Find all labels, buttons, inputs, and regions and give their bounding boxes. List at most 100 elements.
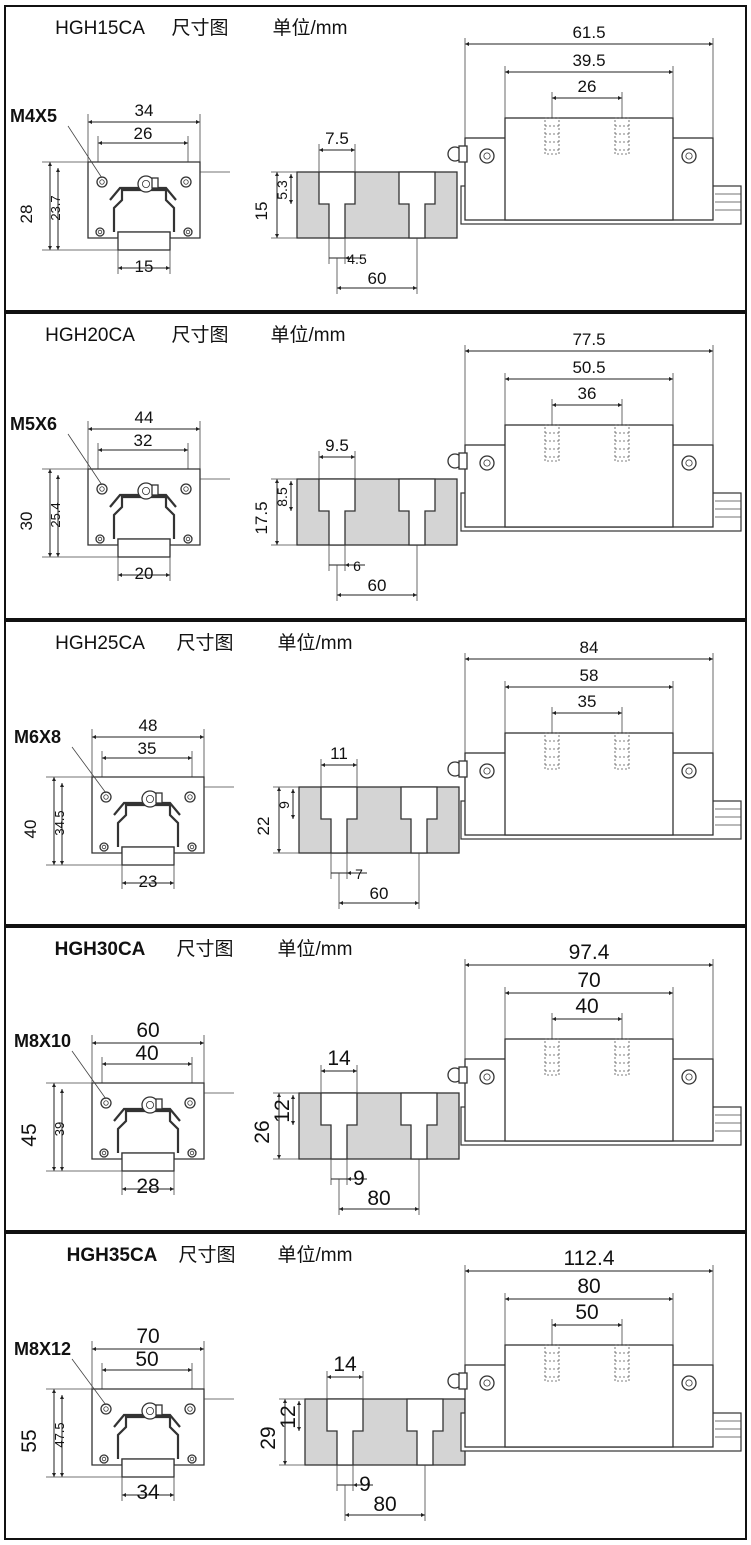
body-length-label: 58 [580, 666, 599, 685]
model-title: HGH15CA [55, 18, 145, 39]
carriage-top [504, 117, 674, 221]
carriage-top [504, 1344, 674, 1448]
hole-spacing-label: 26 [578, 77, 597, 96]
carriage-body [91, 776, 205, 854]
carriage-length-label: 112.4 [564, 1247, 615, 1270]
rail-height-label: 22 [254, 817, 273, 836]
hole-dia-label: 9 [359, 1473, 371, 1496]
tapped-hole-1 [544, 1344, 560, 1382]
tapped-hole-2 [614, 732, 630, 770]
mounting-hole-2 [400, 1092, 438, 1160]
tapped-hole-2 [614, 1038, 630, 1076]
carriage-body [87, 468, 201, 546]
block-width-label: 60 [136, 1019, 159, 1042]
side-view: 61.5 39.5 26 [447, 23, 742, 225]
panel-frame [4, 312, 747, 620]
mounting-hole-2 [400, 786, 438, 854]
body-length-label: 50.5 [572, 358, 605, 377]
drawing-label: 尺寸图 [178, 1244, 235, 1266]
mounting-hole-2 [406, 1398, 444, 1466]
hole-pitch-label: 60 [368, 576, 387, 595]
model-title: HGH35CA [67, 1245, 158, 1266]
carriage-top [504, 424, 674, 528]
rail-width-label: 34 [136, 1481, 160, 1504]
rail-height-label: 26 [251, 1120, 274, 1143]
rail-width-label: 28 [136, 1175, 159, 1198]
counterbore-dia-label: 7.5 [325, 129, 349, 148]
carriage-body [91, 1388, 205, 1466]
tapped-hole-2 [614, 1344, 630, 1382]
grease-nipple-icon [155, 1404, 163, 1416]
tapped-hole-1 [544, 732, 560, 770]
rail-width-label: 23 [139, 872, 158, 891]
rail-base [121, 846, 175, 866]
counterbore-dia-label: 14 [333, 1353, 357, 1376]
unit-label: 单位/mm [273, 17, 348, 39]
carriage-body [87, 161, 201, 239]
panel-frame [4, 1232, 747, 1540]
counterbore-depth-label: 12 [271, 1099, 294, 1122]
rail-width-label: 15 [135, 257, 154, 276]
hole-dia-label: 9 [353, 1167, 365, 1190]
drawing-label: 尺寸图 [176, 632, 233, 654]
mounting-hole-2 [398, 171, 436, 239]
grease-nipple-icon [151, 484, 159, 496]
total-height-label: 28 [17, 205, 36, 224]
tapped-hole-1 [544, 117, 560, 155]
unit-label: 单位/mm [271, 324, 346, 346]
carriage-length-label: 61.5 [572, 23, 605, 42]
hole-dia-label: 7 [355, 866, 363, 882]
hole-pitch-label: 35 [138, 739, 157, 758]
hole-pitch-label: 40 [135, 1042, 158, 1065]
thread-spec-label: M8X10 [14, 1031, 71, 1051]
hole-dia-label: 4.5 [347, 251, 367, 267]
grease-nipple-icon [151, 177, 159, 189]
tapped-hole-1 [544, 1038, 560, 1076]
rail-width-label: 20 [135, 564, 154, 583]
panel-frame [4, 5, 747, 312]
rail-height-label: 34.5 [52, 810, 67, 835]
total-height-label: 55 [18, 1429, 41, 1452]
thread-spec-label: M6X8 [14, 727, 61, 747]
carriage-top [504, 1038, 674, 1142]
rail-base [121, 1458, 175, 1478]
panel-frame [4, 926, 747, 1232]
counterbore-depth-label: 12 [277, 1405, 300, 1428]
thread-spec-label: M8X12 [14, 1339, 71, 1359]
hole-spacing-label: 36 [578, 384, 597, 403]
panel-frame [4, 620, 747, 926]
model-title: HGH25CA [55, 633, 145, 654]
side-view: 77.550.536 [447, 330, 742, 532]
drawing-label: 尺寸图 [171, 324, 228, 346]
counterbore-depth-label: 5.3 [274, 180, 290, 200]
rail-base [117, 538, 171, 558]
rail-height-label: 29 [257, 1426, 280, 1449]
hole-pitch-label: 80 [367, 1187, 390, 1210]
unit-label: 单位/mm [278, 1244, 353, 1266]
grease-nipple-icon [155, 792, 163, 804]
grease-nipple-icon [155, 1098, 163, 1110]
hole-spacing-label: 40 [575, 995, 598, 1018]
body-length-label: 80 [577, 1275, 600, 1298]
block-width-label: 34 [135, 101, 154, 120]
hole-spacing-label: 35 [578, 692, 597, 711]
counterbore-dia-label: 9.5 [325, 436, 349, 455]
body-length-label: 39.5 [572, 51, 605, 70]
hole-pitch-label: 50 [135, 1348, 158, 1371]
rail-height-label: 23.7 [48, 195, 63, 220]
rail-height-label: 15 [252, 202, 271, 221]
counterbore-dia-label: 11 [330, 744, 348, 763]
carriage-top [504, 732, 674, 836]
block-width-label: 70 [136, 1325, 159, 1348]
